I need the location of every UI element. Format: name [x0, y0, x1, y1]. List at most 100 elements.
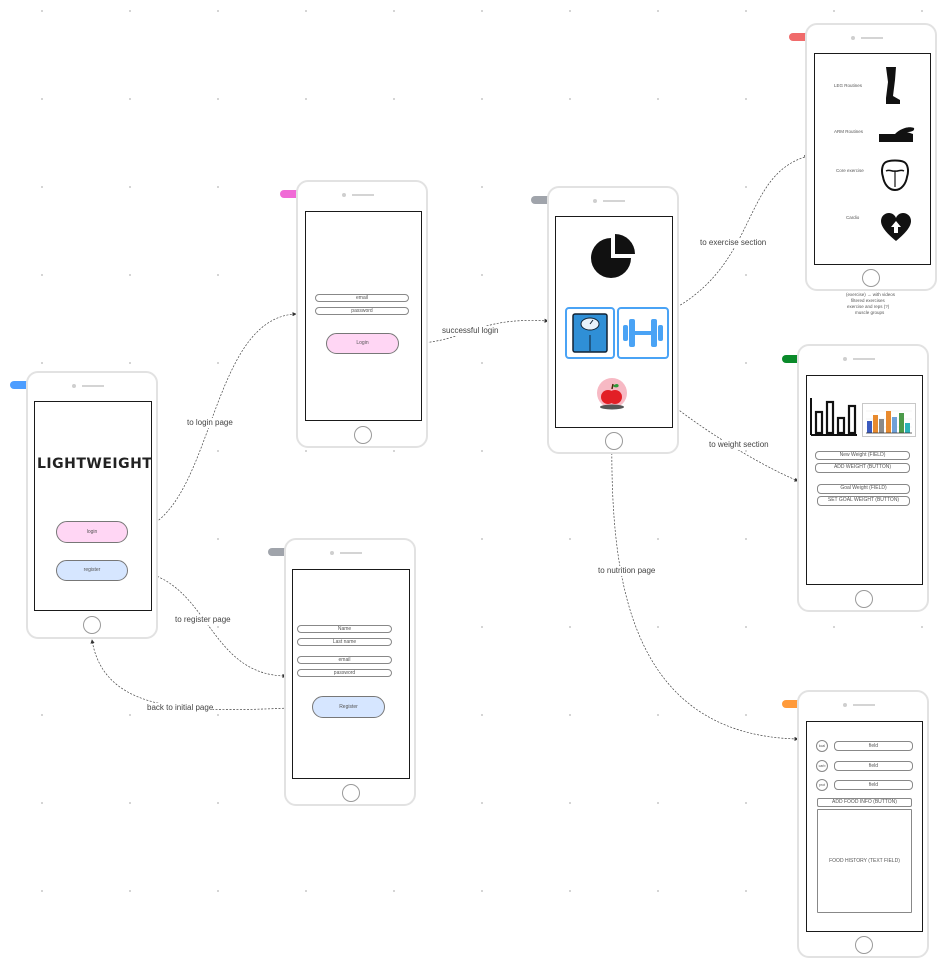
edge-label-successful-login: successful login: [442, 326, 499, 336]
grid-dot: [41, 98, 43, 100]
grid-dot: [129, 274, 131, 276]
grid-dot: [217, 274, 219, 276]
grid-dot: [745, 98, 747, 100]
edge-label-to-exercise: to exercise section: [700, 238, 767, 248]
scale-icon[interactable]: [565, 307, 615, 359]
grid-dot: [657, 890, 659, 892]
grid-dot: [569, 98, 571, 100]
exercise-phone: [805, 23, 937, 291]
grid-dot: [745, 186, 747, 188]
home-button[interactable]: [862, 269, 880, 287]
set-goal-weight-button[interactable]: SET GOAL WEIGHT (BUTTON): [817, 496, 910, 506]
grid-dot: [569, 538, 571, 540]
home-button[interactable]: [855, 590, 873, 608]
apple-icon[interactable]: [594, 376, 630, 412]
grid-dot: [41, 714, 43, 716]
kcal-field[interactable]: field: [834, 741, 913, 751]
login-submit-button[interactable]: Login: [326, 333, 399, 354]
grid-dot: [217, 890, 219, 892]
grid-dot: [129, 890, 131, 892]
password-field[interactable]: password: [315, 307, 409, 315]
grid-dot: [129, 802, 131, 804]
grid-dot: [41, 362, 43, 364]
camera-dot: [72, 384, 76, 388]
grid-dot: [921, 10, 923, 12]
grid-dot: [481, 274, 483, 276]
carb-badge: carb: [816, 760, 828, 772]
grid-dot: [657, 714, 659, 716]
edge-label-to-nutrition: to nutrition page: [598, 566, 656, 576]
grid-dot: [41, 274, 43, 276]
kcal-badge: kcal: [816, 740, 828, 752]
grid-dot: [833, 626, 835, 628]
grid-dot: [481, 450, 483, 452]
grid-dot: [569, 802, 571, 804]
register-password-field[interactable]: password: [297, 669, 392, 677]
grid-dot: [745, 802, 747, 804]
grid-dot: [393, 450, 395, 452]
heart-arrow-icon: [881, 213, 911, 241]
camera-dot: [593, 199, 597, 203]
grid-dot: [921, 626, 923, 628]
home-button[interactable]: [605, 432, 623, 450]
grid-dot: [745, 538, 747, 540]
pie-chart-icon[interactable]: [587, 232, 639, 284]
email-field[interactable]: email: [315, 294, 409, 302]
grid-dot: [481, 626, 483, 628]
grid-dot: [657, 626, 659, 628]
leg-routines-label[interactable]: LEG Routines: [834, 83, 863, 88]
grid-dot: [481, 802, 483, 804]
add-weight-button[interactable]: ADD WEIGHT (BUTTON): [815, 463, 910, 473]
exercise-screen: [814, 53, 931, 265]
new-weight-field[interactable]: New Weight (FIELD): [815, 451, 910, 460]
grid-dot: [745, 274, 747, 276]
nutrition-tag: [782, 700, 810, 708]
home-button[interactable]: [83, 616, 101, 634]
add-food-info-button[interactable]: ADD FOOD INFO (BUTTON): [817, 798, 912, 807]
edge-label-to-register: to register page: [175, 615, 231, 625]
grid-dot: [393, 890, 395, 892]
food-history-field[interactable]: FOOD HISTORY (TEXT FIELD): [817, 809, 912, 913]
grid-dot: [41, 186, 43, 188]
register-button[interactable]: register: [56, 560, 128, 581]
grid-dot: [393, 10, 395, 12]
grid-dot: [129, 186, 131, 188]
exercise-tag: [789, 33, 817, 41]
last-name-field[interactable]: Last name: [297, 638, 392, 646]
grid-dot: [305, 10, 307, 12]
grid-dot: [129, 10, 131, 12]
grid-dot: [305, 450, 307, 452]
dumbbell-icon[interactable]: [617, 307, 669, 359]
grid-dot: [657, 98, 659, 100]
goal-weight-field[interactable]: Goal Weight (FIELD): [817, 484, 910, 494]
grid-dot: [41, 10, 43, 12]
grid-dot: [217, 714, 219, 716]
arm-routines-label[interactable]: ARM Routines: [834, 129, 864, 134]
register-tag: [268, 548, 296, 556]
name-field[interactable]: Name: [297, 625, 392, 633]
grid-dot: [657, 802, 659, 804]
carb-field[interactable]: field: [834, 761, 913, 771]
grid-dot: [833, 10, 835, 12]
edge-label-back-initial: back to initial page: [147, 703, 214, 713]
cardio-label[interactable]: Cardio: [846, 215, 860, 220]
abs-icon: [881, 159, 909, 192]
login-button[interactable]: login: [56, 521, 128, 543]
grid-dot: [129, 98, 131, 100]
prot-field[interactable]: field: [834, 780, 913, 790]
camera-dot: [851, 36, 855, 40]
speaker-slot: [352, 194, 374, 196]
grid-dot: [745, 626, 747, 628]
grid-dot: [745, 714, 747, 716]
initial-tag: [10, 381, 38, 389]
register-submit-button[interactable]: Register: [312, 696, 385, 718]
grid-dot: [745, 362, 747, 364]
home-button[interactable]: [354, 426, 372, 444]
grid-dot: [657, 10, 659, 12]
grid-dot: [305, 890, 307, 892]
colored-chart-icon: [862, 403, 916, 437]
home-button[interactable]: [855, 936, 873, 954]
core-exercise-label[interactable]: Core exercise: [836, 168, 864, 173]
register-email-field[interactable]: email: [297, 656, 392, 664]
home-button[interactable]: [342, 784, 360, 802]
